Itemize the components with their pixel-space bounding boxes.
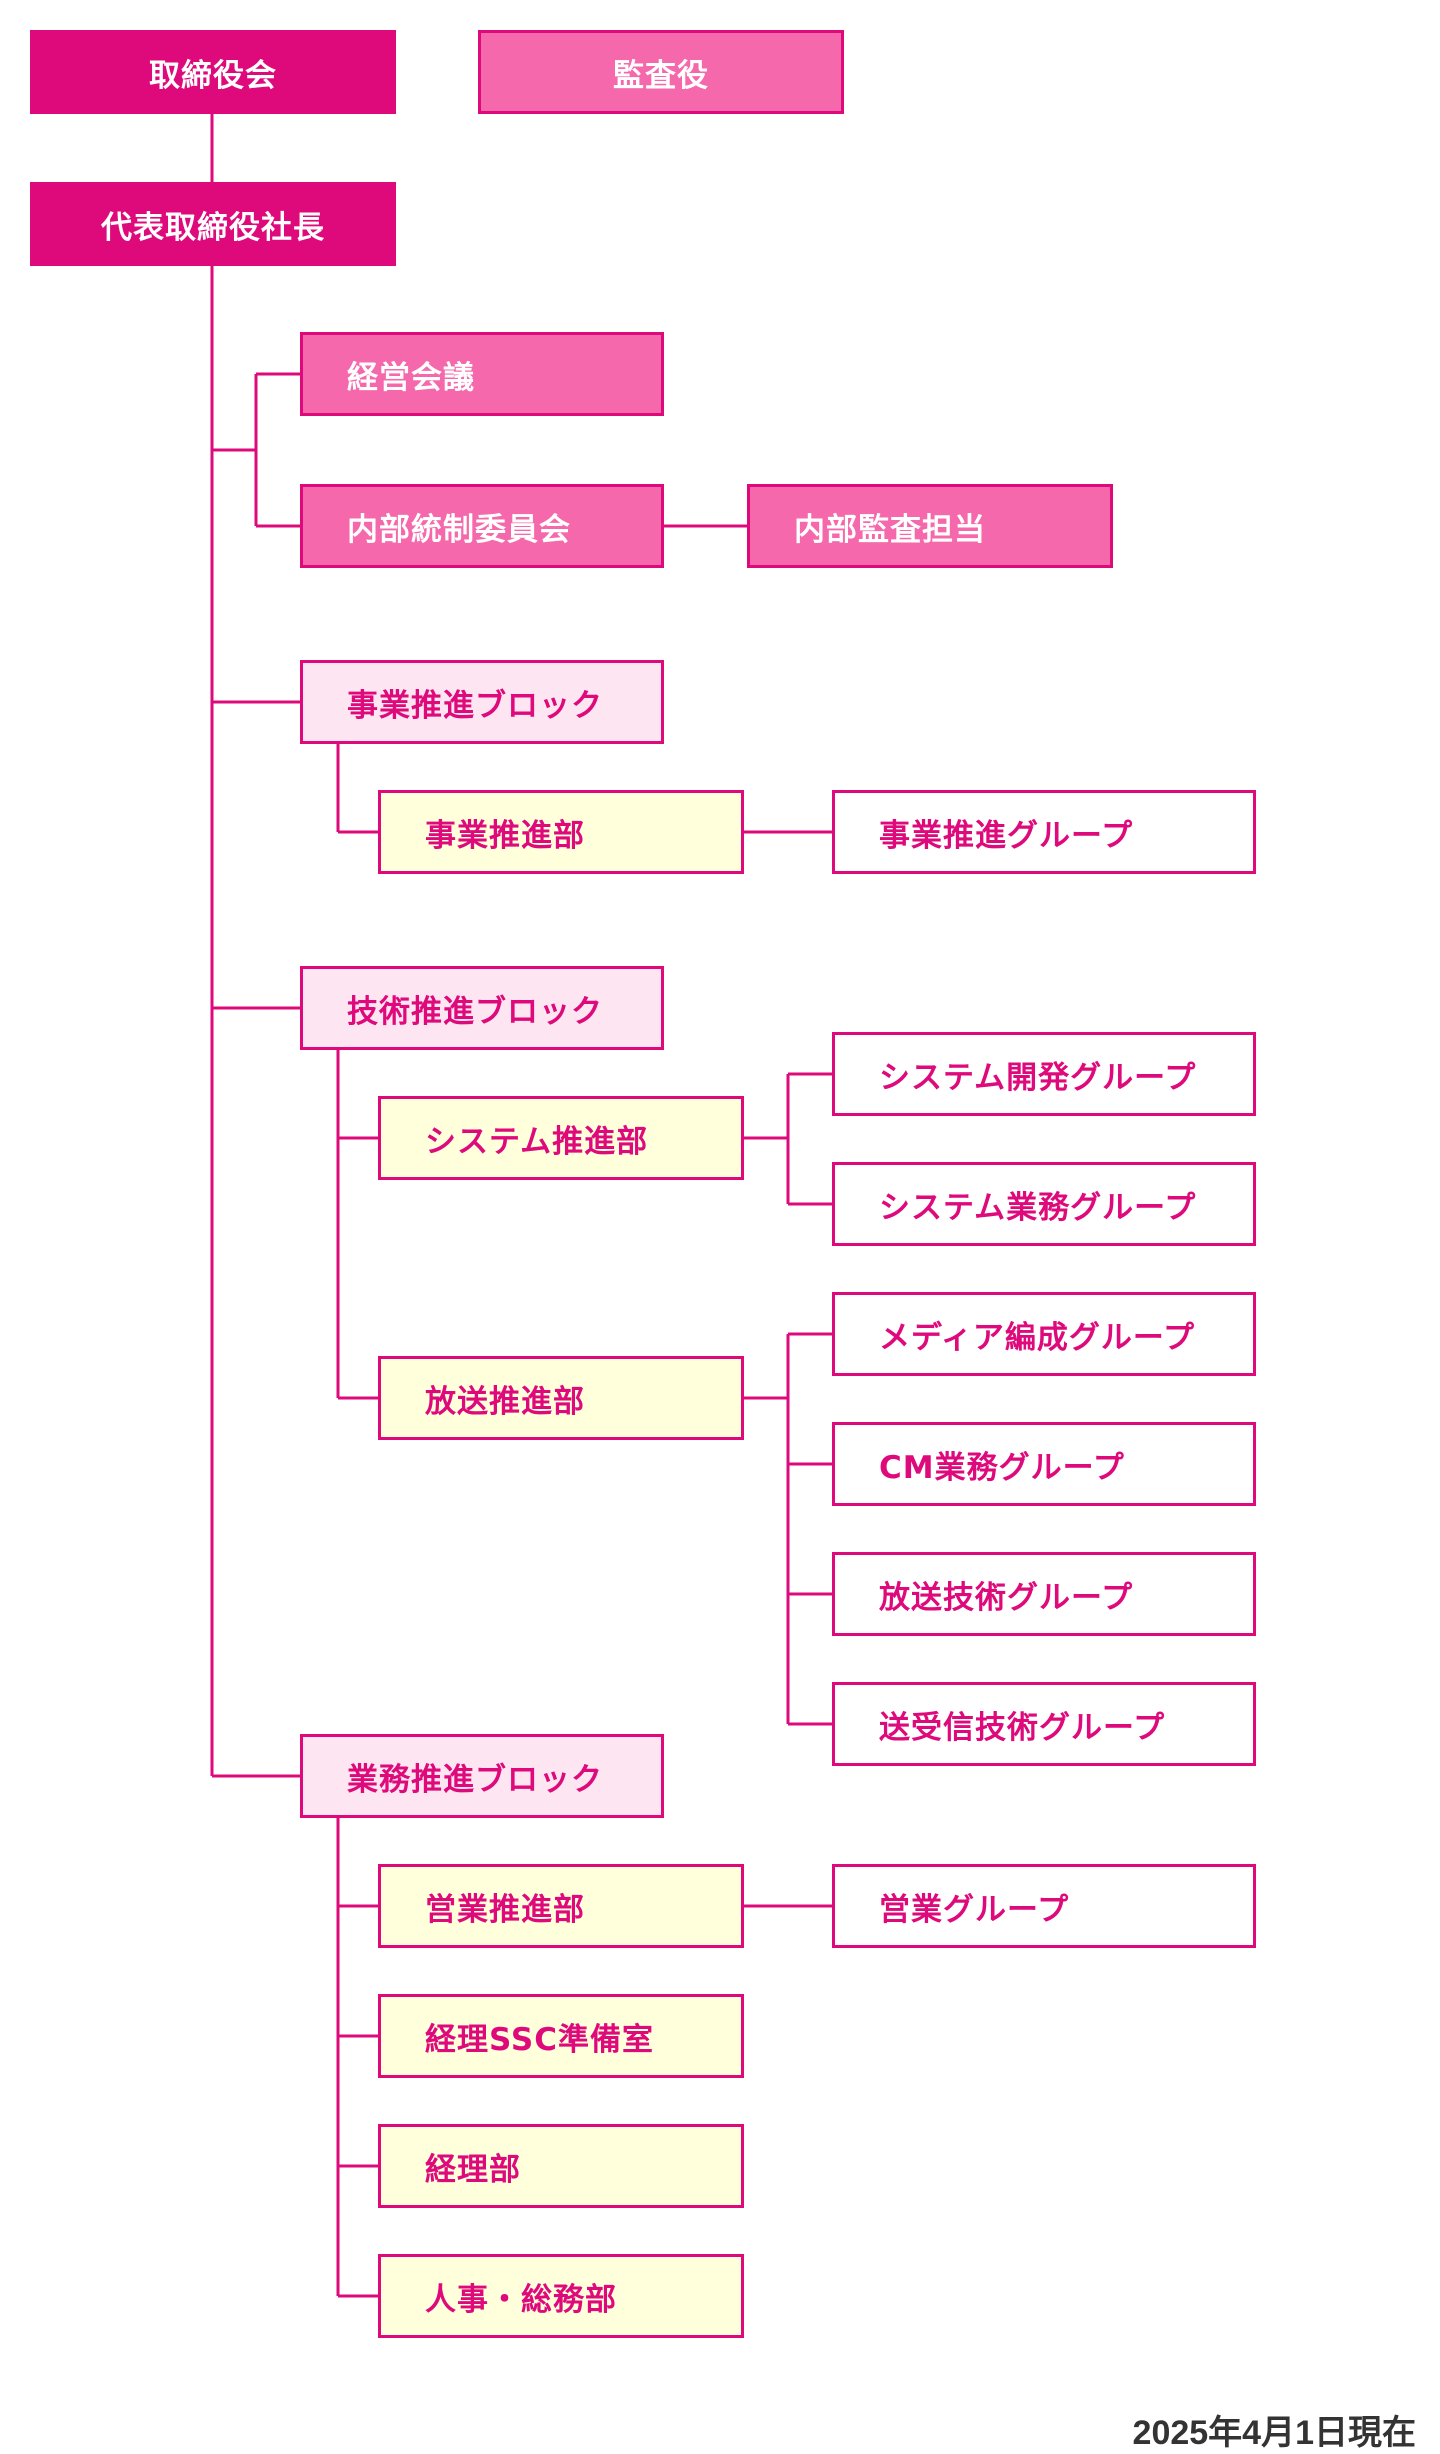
as-of-date: 2025年4月1日現在 (1132, 2414, 1416, 2452)
system-dev-group: システム開発グループ (832, 1032, 1256, 1116)
board-of-directors: 取締役会 (30, 30, 396, 114)
hr-general-affairs-dept: 人事・総務部 (378, 2254, 744, 2338)
cm-ops-group: CM業務グループ (832, 1422, 1256, 1506)
operations-block: 業務推進ブロック (300, 1734, 664, 1818)
internal-control-committee: 内部統制委員会 (300, 484, 664, 568)
accounting-dept: 経理部 (378, 2124, 744, 2208)
transmission-tech-group: 送受信技術グループ (832, 1682, 1256, 1766)
broadcast-dept: 放送推進部 (378, 1356, 744, 1440)
accounting-ssc-prep-office: 経理SSC準備室 (378, 1994, 744, 2078)
management-meeting: 経営会議 (300, 332, 664, 416)
business-dept: 事業推進部 (378, 790, 744, 874)
system-dept: システム推進部 (378, 1096, 744, 1180)
system-ops-group: システム業務グループ (832, 1162, 1256, 1246)
president: 代表取締役社長 (30, 182, 396, 266)
technology-block: 技術推進ブロック (300, 966, 664, 1050)
media-programming-group: メディア編成グループ (832, 1292, 1256, 1376)
business-group: 事業推進グループ (832, 790, 1256, 874)
sales-dept: 営業推進部 (378, 1864, 744, 1948)
broadcast-tech-group: 放送技術グループ (832, 1552, 1256, 1636)
business-block: 事業推進ブロック (300, 660, 664, 744)
auditor: 監査役 (478, 30, 844, 114)
sales-group: 営業グループ (832, 1864, 1256, 1948)
internal-audit: 内部監査担当 (747, 484, 1113, 568)
